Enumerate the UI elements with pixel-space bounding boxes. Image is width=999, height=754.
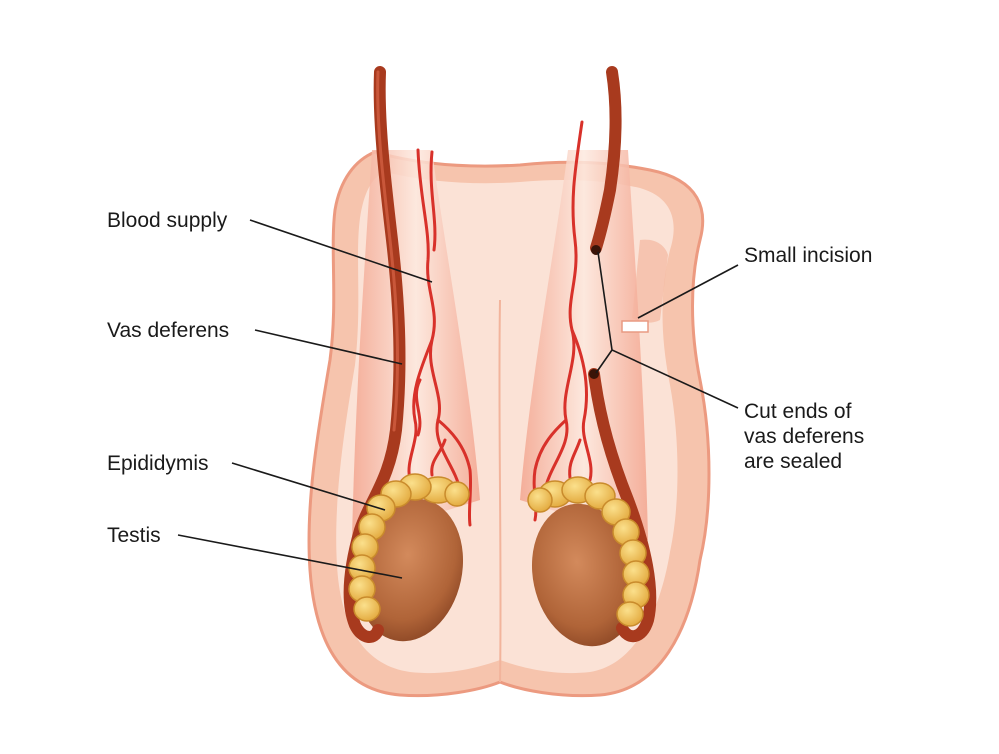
label-epididymis: Epididymis (107, 452, 209, 475)
label-cut-ends-line3: are sealed (744, 450, 843, 473)
left-sheath (352, 150, 480, 540)
right-blood-supply (532, 120, 593, 522)
left-blood-supply (407, 148, 473, 527)
leader-epididymis (231, 462, 386, 511)
right-testis (531, 503, 639, 647)
label-testis: Testis (107, 524, 161, 547)
label-cut-ends-line1: Cut ends of (744, 400, 852, 423)
small-incision-mark (621, 320, 649, 333)
left-vas-deferens (343, 66, 406, 643)
label-vas-deferens: Vas deferens (107, 319, 230, 342)
leader-lines (177, 219, 739, 579)
label-blood-supply: Blood supply (107, 209, 228, 232)
cut-end-upper (591, 245, 601, 255)
right-sheath (520, 150, 648, 540)
leader-testis (177, 534, 403, 579)
right-vas-deferens-upper (590, 66, 622, 254)
left-epididymis (348, 473, 470, 622)
incision-flap (632, 239, 668, 323)
label-cut-ends-line2: vas deferens (744, 425, 865, 448)
scrotal-septum (498, 299, 502, 683)
leader-blood-supply (249, 219, 433, 283)
label-small-incision: Small incision (744, 244, 873, 267)
leader-vas-deferens (254, 329, 403, 365)
right-epididymis (527, 476, 650, 627)
leader-cut-ends (595, 251, 739, 409)
leader-small-incision (637, 264, 739, 319)
label-cut-ends: Cut ends of vas deferens are sealed (744, 399, 864, 474)
